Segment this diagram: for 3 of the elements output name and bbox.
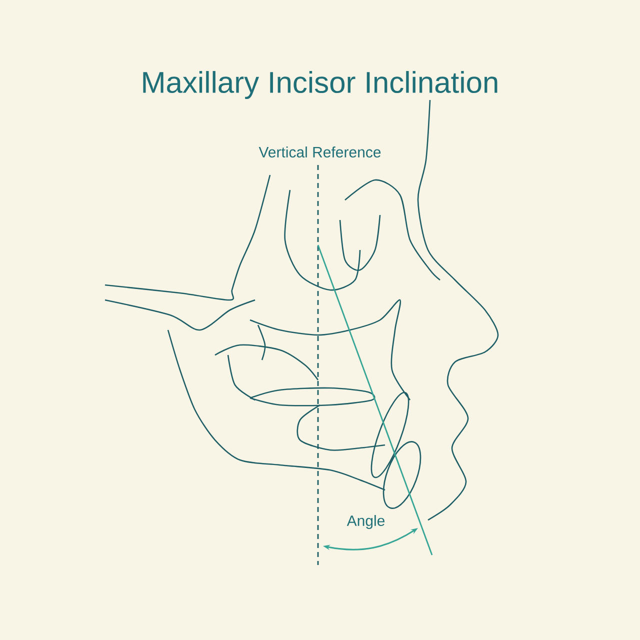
title: Maxillary Incisor Inclination	[143, 71, 498, 99]
angle-label: Angle	[346, 515, 384, 529]
reference-label: Vertical Reference	[258, 146, 381, 158]
